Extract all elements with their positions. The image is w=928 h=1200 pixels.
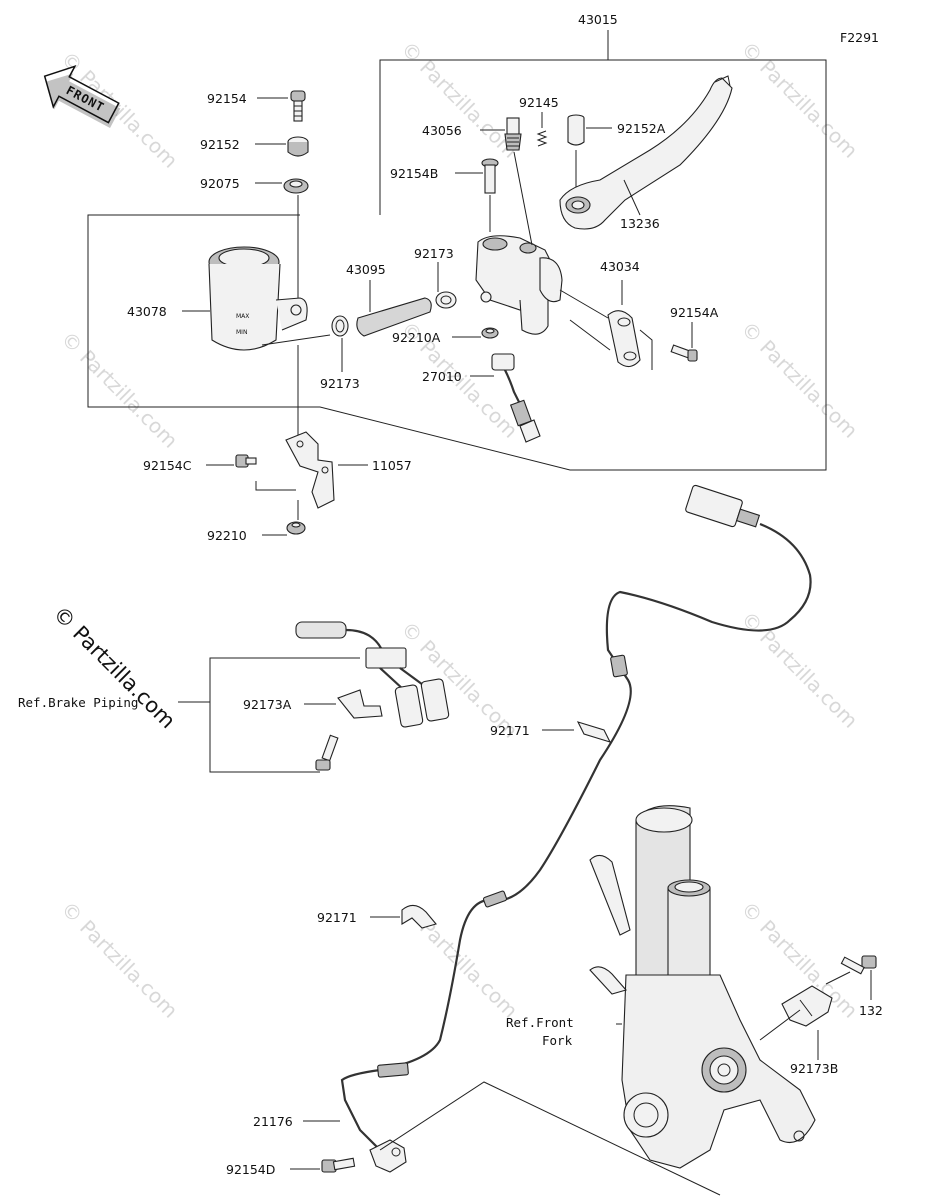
grommet-92075 xyxy=(283,178,309,194)
bolt-132 xyxy=(840,955,877,975)
abs-sensor-21176 xyxy=(369,1139,407,1173)
part-label-43034: 43034 xyxy=(600,259,640,274)
watermark: © Partzilla.com xyxy=(736,317,862,443)
part-label-92210A: 92210A xyxy=(392,330,441,345)
part-label-27010: 27010 xyxy=(422,369,462,384)
clamp-92173A xyxy=(337,689,383,719)
banjo-fitting-43056 xyxy=(504,117,522,151)
part-label-92154D: 92154D xyxy=(226,1162,275,1177)
part-label-92173B: 92173B xyxy=(790,1061,838,1076)
bolt-92154A xyxy=(670,344,698,362)
part-label-13236: 13236 xyxy=(620,216,660,231)
brake-lever-13236 xyxy=(559,75,733,230)
bracket-11057 xyxy=(285,431,335,509)
master-cylinder-body xyxy=(475,235,563,335)
part-label-43056: 43056 xyxy=(422,123,462,138)
part-label-92154A: 92154A xyxy=(670,305,719,320)
clip-92171-lower xyxy=(401,904,437,929)
hose-43095 xyxy=(356,297,432,337)
watermark: © Partzilla.com xyxy=(736,607,862,733)
ref-front-fork-label-line1: Ref.Front xyxy=(506,1015,574,1030)
screw-92154 xyxy=(290,90,306,122)
watermarks: © Partzilla.com © Partzilla.com © Partzi… xyxy=(56,37,862,1023)
ref-brake-piping-label: Ref.Brake Piping xyxy=(18,695,138,710)
part-label-92075: 92075 xyxy=(200,176,240,191)
spring-92145 xyxy=(536,130,548,147)
abs-sensor-lead xyxy=(340,522,812,1151)
part-label-21176: 21176 xyxy=(253,1114,293,1129)
brake-pipe-junction xyxy=(295,621,450,728)
part-label-132: 132 xyxy=(859,1003,883,1018)
figure-code: F2291 xyxy=(840,30,879,45)
part-label-92173-lower: 92173 xyxy=(320,376,360,391)
part-label-92154C: 92154C xyxy=(143,458,192,473)
reservoir-max-mark: MAX xyxy=(236,313,249,320)
part-label-92171-upper: 92171 xyxy=(490,723,530,738)
collar-92152 xyxy=(287,136,309,157)
part-label-92152: 92152 xyxy=(200,137,240,152)
reservoir-43078: MAX MIN xyxy=(208,246,331,351)
assembly-box-43015 xyxy=(87,59,827,471)
part-label-92152A: 92152A xyxy=(617,121,666,136)
ref-brake-piping-bracket xyxy=(209,657,360,773)
front-fork xyxy=(589,805,816,1169)
watermark: © Partzilla.com xyxy=(396,37,522,163)
bolt-brake-piping xyxy=(315,734,339,771)
brake-switch-27010 xyxy=(491,353,541,443)
bolt-92154C xyxy=(235,454,257,468)
clamp-92173-left xyxy=(331,315,349,337)
collar-92152A xyxy=(567,114,585,146)
watermark: © Partzilla.com xyxy=(56,897,182,1023)
watermark: © Partzilla.com xyxy=(56,327,182,453)
part-label-43095: 43095 xyxy=(346,262,386,277)
clamp-92173-upper xyxy=(435,291,457,309)
clamp-92173B xyxy=(781,985,833,1027)
part-label-92173A: 92173A xyxy=(243,697,292,712)
part-label-92154: 92154 xyxy=(207,91,247,106)
handlebar-clamp-43034 xyxy=(607,310,641,368)
nut-92210A xyxy=(481,327,499,339)
part-label-92171-lower: 92171 xyxy=(317,910,357,925)
nut-92210 xyxy=(286,521,306,535)
clip-92171-upper xyxy=(576,721,612,743)
watermark: © Partzilla.com xyxy=(736,37,862,163)
watermark-large: © Partzilla.com xyxy=(48,602,180,734)
ref-front-fork-label-line2: Fork xyxy=(542,1033,573,1048)
part-label-92145: 92145 xyxy=(519,95,559,110)
reservoir-min-mark: MIN xyxy=(236,329,247,336)
bolt-92154D xyxy=(321,1157,356,1173)
part-label-43078: 43078 xyxy=(127,304,167,319)
part-label-43015: 43015 xyxy=(578,12,618,27)
part-label-92210: 92210 xyxy=(207,528,247,543)
part-label-92154B: 92154B xyxy=(390,166,438,181)
part-label-92173-upper: 92173 xyxy=(414,246,454,261)
pivot-bolt-92154B xyxy=(481,158,499,194)
part-label-11057: 11057 xyxy=(372,458,412,473)
abs-connector xyxy=(685,484,761,528)
